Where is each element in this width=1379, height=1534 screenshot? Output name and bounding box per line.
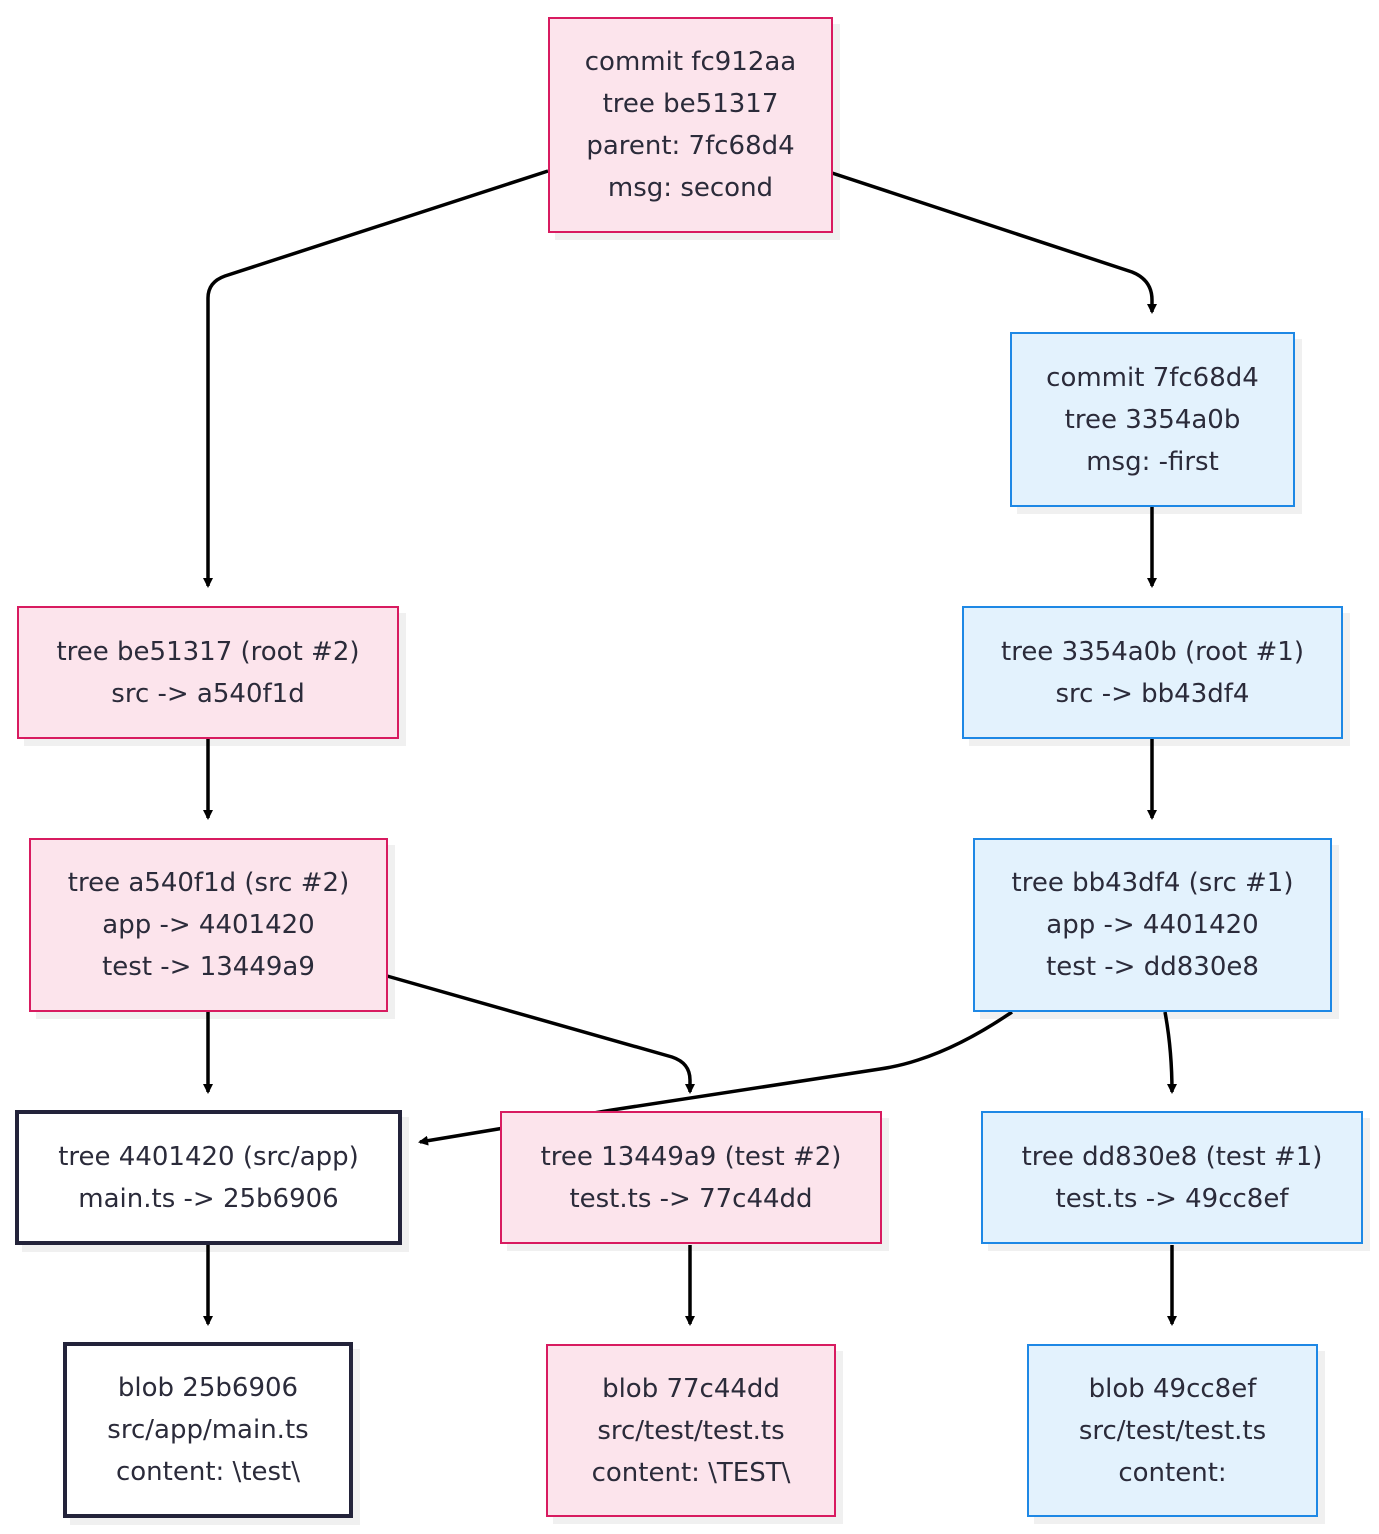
node-line: msg: -first xyxy=(1086,446,1219,477)
node-line: tree 13449a9 (test #2) xyxy=(540,1141,842,1172)
node-line: test -> 13449a9 xyxy=(102,952,315,982)
node-line: commit 7fc68d4 xyxy=(1046,362,1259,393)
edge-a540f1d-to-13449a9 xyxy=(386,974,695,1094)
blob-49cc8ef-node[interactable]: blob 49cc8ef src/test/test.ts content: xyxy=(1027,1344,1318,1517)
tree-a540f1d-node[interactable]: tree a540f1d (src #2) app -> 4401420 tes… xyxy=(29,838,388,1012)
node-line: src/app/main.ts xyxy=(107,1415,309,1445)
node-line: tree 4401420 (src/app) xyxy=(58,1141,359,1172)
node-line: tree a540f1d (src #2) xyxy=(67,868,350,898)
node-line: tree 3354a0b (root #1) xyxy=(1001,636,1304,667)
node-line: app -> 4401420 xyxy=(102,910,315,940)
node-line: src/test/test.ts xyxy=(1078,1415,1267,1446)
node-line: src/test/test.ts xyxy=(597,1415,785,1446)
node-line: tree dd830e8 (test #1) xyxy=(1021,1141,1323,1172)
tree-4401420-node[interactable]: tree 4401420 (src/app) main.ts -> 25b690… xyxy=(15,1110,402,1245)
node-line: test.ts -> 49cc8ef xyxy=(1055,1183,1289,1214)
node-line: tree be51317 xyxy=(602,89,779,119)
node-line: tree bb43df4 (src #1) xyxy=(1011,868,1294,898)
node-line: app -> 4401420 xyxy=(1046,910,1259,940)
node-line: src -> a540f1d xyxy=(111,678,305,709)
node-line: content: xyxy=(1118,1457,1227,1488)
edge-fc912aa-to-be51317 xyxy=(203,169,549,588)
node-line: blob 77c44dd xyxy=(602,1373,780,1404)
blob-77c44dd-node[interactable]: blob 77c44dd src/test/test.ts content: \… xyxy=(546,1344,836,1517)
edge-fc912aa-to-7fc68d4 xyxy=(831,171,1157,314)
commit-fc912aa-node[interactable]: commit fc912aa tree be51317 parent: 7fc6… xyxy=(548,17,833,233)
tree-3354a0b-node[interactable]: tree 3354a0b (root #1) src -> bb43df4 xyxy=(962,606,1343,739)
node-line: tree be51317 (root #2) xyxy=(56,636,360,667)
edge-bb43df4-to-4401420 xyxy=(418,1010,1013,1146)
node-line: content: \test\ xyxy=(115,1457,301,1487)
node-line: content: \TEST\ xyxy=(591,1457,791,1488)
edge-bb43df4-to-dd830e8 xyxy=(1163,1011,1177,1094)
node-line: src -> bb43df4 xyxy=(1055,678,1250,709)
tree-bb43df4-node[interactable]: tree bb43df4 (src #1) app -> 4401420 tes… xyxy=(973,838,1332,1012)
node-line: test -> dd830e8 xyxy=(1046,952,1259,982)
commit-7fc68d4-node[interactable]: commit 7fc68d4 tree 3354a0b msg: -first xyxy=(1010,332,1295,507)
tree-13449a9-node[interactable]: tree 13449a9 (test #2) test.ts -> 77c44d… xyxy=(500,1111,882,1244)
node-line: blob 49cc8ef xyxy=(1088,1373,1257,1404)
node-line: main.ts -> 25b6906 xyxy=(78,1183,339,1214)
node-line: parent: 7fc68d4 xyxy=(586,131,795,161)
tree-be51317-node[interactable]: tree be51317 (root #2) src -> a540f1d xyxy=(17,606,399,739)
node-line: test.ts -> 77c44dd xyxy=(569,1183,813,1214)
node-line: blob 25b6906 xyxy=(117,1373,299,1403)
node-line: msg: second xyxy=(607,173,774,203)
blob-25b6906-node[interactable]: blob 25b6906 src/app/main.ts content: \t… xyxy=(63,1342,353,1518)
node-line: tree 3354a0b xyxy=(1064,404,1241,435)
node-line: commit fc912aa xyxy=(584,47,797,77)
tree-dd830e8-node[interactable]: tree dd830e8 (test #1) test.ts -> 49cc8e… xyxy=(981,1111,1363,1244)
